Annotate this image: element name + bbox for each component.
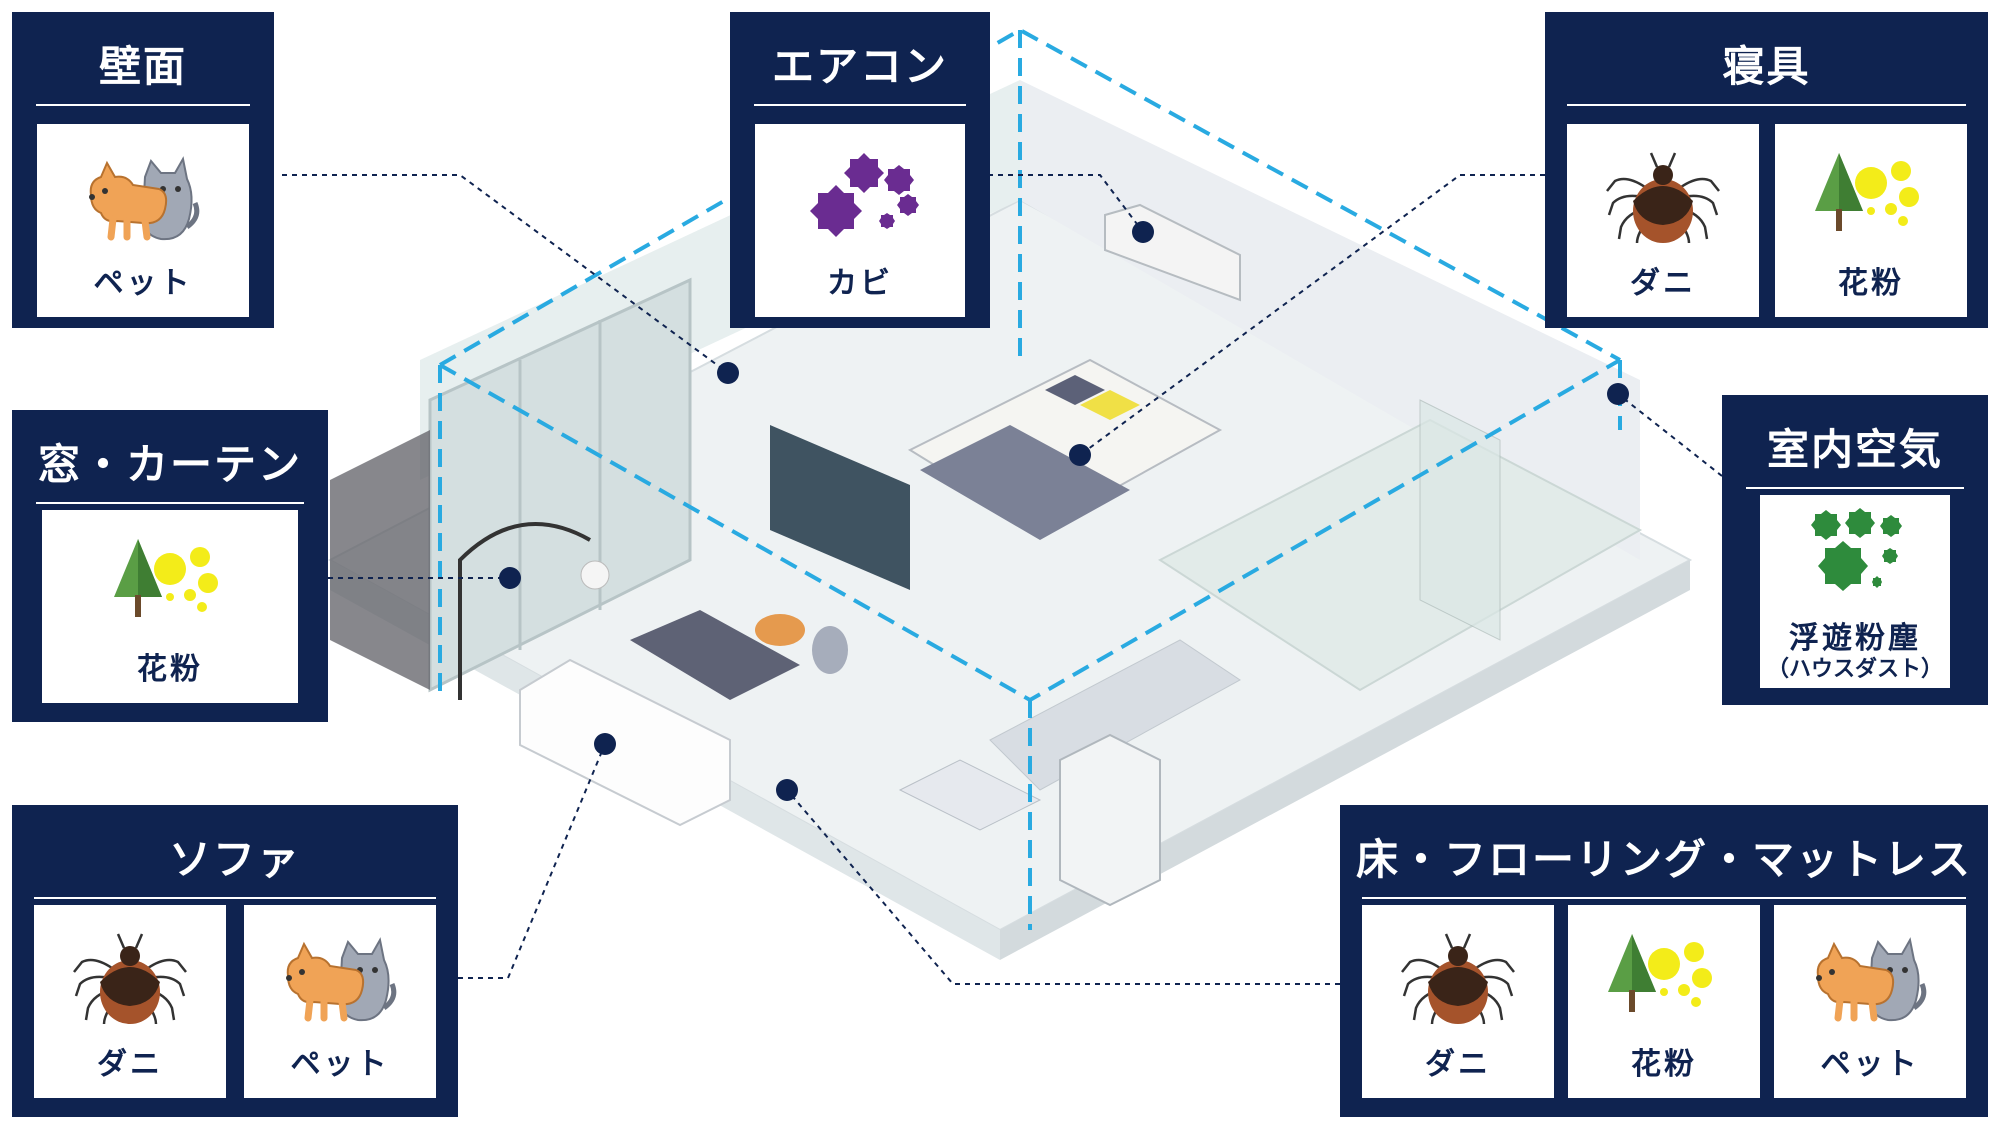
pollen-icon <box>1568 919 1760 1037</box>
card-pet: ペット <box>244 905 436 1098</box>
panel-title-bedding: 寝具 <box>1722 42 1811 91</box>
bed-blanket <box>920 425 1130 540</box>
room-dog <box>755 614 805 646</box>
leader-indoor-air <box>1617 393 1723 477</box>
card-label: ダニ <box>1630 266 1696 301</box>
card-mite: ダニ <box>1567 124 1759 317</box>
kitchen-counter <box>989 639 1241 791</box>
leader-bedding <box>1079 174 1545 456</box>
card-pollen: 花粉 <box>42 510 298 703</box>
dining-table <box>898 759 1042 831</box>
panel-divider <box>34 897 436 899</box>
pet-icon <box>1774 919 1966 1037</box>
pollen-icon <box>42 524 298 642</box>
panel-aircon: エアコン カビ <box>730 12 990 328</box>
sofa <box>519 658 731 827</box>
card-label: 花粉 <box>1631 1047 1697 1082</box>
dot-wall <box>717 362 739 384</box>
dot-floor <box>776 779 798 801</box>
card-pet: ペット <box>1774 905 1966 1098</box>
dot-indoor-air <box>1607 383 1629 405</box>
pet-icon <box>37 138 249 256</box>
mite-icon <box>1567 138 1759 256</box>
leader-aircon <box>988 174 1144 233</box>
panel-divider <box>1567 104 1966 106</box>
bathroom-area <box>1158 418 1643 692</box>
refrigerator <box>1059 733 1161 907</box>
dot-sofa <box>594 733 616 755</box>
dot-window <box>499 567 521 589</box>
card-label: ダニ <box>97 1047 163 1082</box>
card-mite: ダニ <box>1362 905 1554 1098</box>
panel-indoor-air: 室内空気 浮遊粉塵 （ハウスダスト） <box>1722 395 1988 705</box>
panel-divider <box>754 104 966 106</box>
panel-title-window: 窓・カーテン <box>37 440 302 489</box>
card-label: 浮遊粉塵 <box>1789 621 1921 656</box>
bed-pillow-yellow <box>1080 390 1140 420</box>
card-label: ペット <box>290 1047 390 1082</box>
panel-divider <box>1362 897 1966 899</box>
tv <box>770 425 910 590</box>
floor-lamp <box>458 522 591 700</box>
pet-icon <box>244 919 436 1037</box>
dot-aircon <box>1132 221 1154 243</box>
mite-icon <box>34 919 226 1037</box>
card-pollen: 花粉 <box>1568 905 1760 1098</box>
mold-icon <box>755 138 965 256</box>
room-base-front-right <box>1000 560 1690 960</box>
card-sublabel: （ハウスダスト） <box>1766 657 1943 682</box>
panel-window: 窓・カーテン 花粉 <box>12 410 328 722</box>
card-pet: ペット <box>37 124 249 317</box>
card-label: カビ <box>827 266 893 301</box>
bed-pillow <box>1045 375 1105 405</box>
card-label: ペット <box>93 266 193 301</box>
pollen-icon <box>1775 138 1967 256</box>
card-mite: ダニ <box>34 905 226 1098</box>
dot-bedding <box>1069 444 1091 466</box>
mite-icon <box>1362 919 1554 1037</box>
balcony <box>330 430 430 690</box>
card-label: ダニ <box>1425 1047 1491 1082</box>
panel-title-wall: 壁面 <box>98 42 187 91</box>
shower-glass <box>1419 399 1501 641</box>
panel-bedding: 寝具 ダニ 花粉 <box>1545 12 1988 328</box>
panel-title-indoor-air: 室内空気 <box>1766 425 1943 474</box>
panel-sofa: ソファ ダニ ペット <box>12 805 458 1117</box>
panel-divider <box>36 502 304 504</box>
coffee-table <box>630 610 800 700</box>
panel-title-floor: 床・フローリング・マットレス <box>1355 835 1972 884</box>
card-label: 花粉 <box>137 652 203 687</box>
leader-wall <box>282 174 729 374</box>
dust-icon <box>1760 501 1950 611</box>
leader-sofa <box>458 743 606 979</box>
panel-floor: 床・フローリング・マットレス ダニ 花粉 ペット <box>1340 805 1988 1117</box>
card-pollen: 花粉 <box>1775 124 1967 317</box>
card-mold: カビ <box>755 124 965 317</box>
panel-title-aircon: エアコン <box>771 42 948 91</box>
card-label: 花粉 <box>1838 266 1904 301</box>
card-label: ペット <box>1820 1047 1920 1082</box>
panel-title-sofa: ソファ <box>168 835 301 884</box>
card-dust: 浮遊粉塵 （ハウスダスト） <box>1760 495 1950 688</box>
panel-divider <box>36 104 250 106</box>
room-cat <box>812 626 848 674</box>
panel-divider <box>1746 487 1964 489</box>
panel-wall: 壁面 ペット <box>12 12 274 328</box>
